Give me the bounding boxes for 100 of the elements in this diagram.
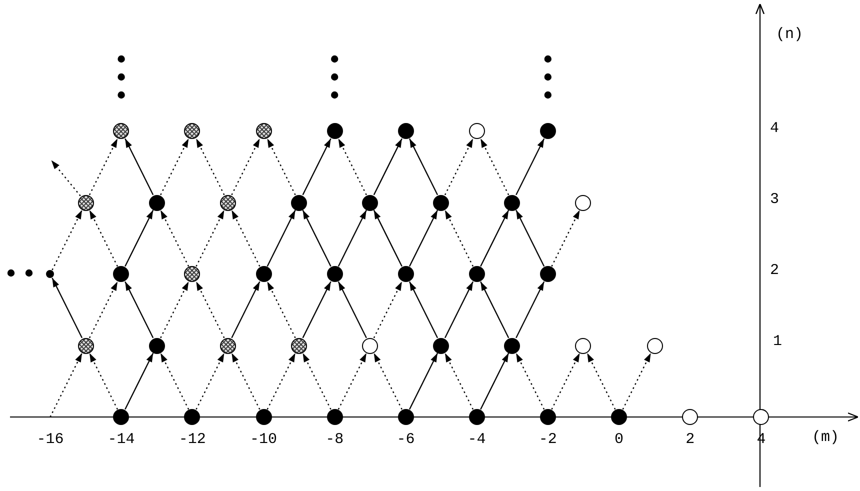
arrow <box>266 138 296 196</box>
tick-label: -16 <box>36 431 64 448</box>
hatched-circle <box>256 123 272 139</box>
arrow <box>373 138 402 196</box>
arrow <box>196 210 225 267</box>
arrow <box>160 138 190 196</box>
filled-circle <box>256 409 272 425</box>
hatched-circle <box>184 123 200 139</box>
axis-label: (n) <box>776 26 804 43</box>
filled-circle <box>468 266 485 282</box>
arrow <box>88 210 118 267</box>
filled-circle <box>326 123 343 139</box>
filled-circle <box>113 266 130 282</box>
arrow <box>408 138 438 196</box>
filled-circle <box>468 409 485 425</box>
hatched-circle <box>113 123 130 139</box>
arrow <box>231 281 260 338</box>
arrow <box>373 210 402 267</box>
arrow <box>266 352 296 410</box>
arrow <box>124 210 154 267</box>
tick-label: 4 <box>770 120 780 137</box>
filled-circle <box>611 409 627 425</box>
filled-circle <box>398 266 414 282</box>
arrow <box>52 278 83 338</box>
filled-circle <box>540 266 556 282</box>
arrow <box>124 281 154 338</box>
arrow <box>586 352 616 410</box>
open-circle <box>575 338 592 354</box>
filled-circle <box>113 409 130 425</box>
arrow <box>338 138 367 196</box>
arrow <box>480 138 510 196</box>
filled-circle <box>326 266 343 282</box>
arrow <box>302 210 332 267</box>
arrow <box>160 281 190 338</box>
tick-label: -12 <box>178 431 206 448</box>
arrow <box>444 210 474 267</box>
filled-circle <box>362 194 378 210</box>
arrow <box>302 281 332 338</box>
arrow <box>50 352 83 418</box>
filled-circle <box>148 338 165 354</box>
tick-label: 3 <box>770 191 780 208</box>
arrow <box>338 210 367 267</box>
open-circle <box>646 338 663 354</box>
tick-label: 0 <box>614 431 624 448</box>
tick-label: 2 <box>770 262 780 279</box>
hatched-circle <box>220 338 236 354</box>
filled-circle <box>540 409 556 425</box>
open-circle <box>575 194 592 210</box>
filled-circle <box>184 409 200 425</box>
arrow <box>480 210 510 267</box>
arrow <box>444 138 474 196</box>
arrow <box>231 138 260 196</box>
filled-circle <box>540 123 556 139</box>
arrow <box>622 352 652 410</box>
arrow <box>196 138 225 196</box>
arrow <box>88 138 118 196</box>
arrow <box>338 281 367 338</box>
tick-label: 2 <box>686 431 695 448</box>
arrow <box>52 210 83 270</box>
filled-circle <box>433 194 450 210</box>
arrow <box>551 210 580 267</box>
arrow <box>50 160 81 196</box>
arrow <box>373 352 402 410</box>
axis-label: (m) <box>812 429 840 446</box>
hatched-circle <box>78 338 94 354</box>
arrow <box>231 210 260 267</box>
arrow <box>480 352 510 410</box>
tick-label: -10 <box>250 431 278 448</box>
arrow <box>444 352 474 410</box>
arrow <box>88 281 118 338</box>
tick-label: -14 <box>108 431 135 448</box>
open-circle <box>468 123 485 139</box>
hatched-circle <box>184 266 200 282</box>
arrow <box>373 281 402 338</box>
tick-label: -8 <box>326 431 344 448</box>
arrow <box>408 210 438 267</box>
arrow <box>338 352 367 410</box>
hatched-circle <box>220 194 236 210</box>
filled-circle <box>148 194 165 210</box>
arrow <box>408 352 438 410</box>
tick-label: 1 <box>773 333 782 350</box>
arrow <box>516 138 545 196</box>
arrow <box>160 210 190 267</box>
arrow <box>480 281 510 338</box>
arrow <box>551 352 580 410</box>
arrow <box>516 352 545 410</box>
arrow <box>231 352 260 410</box>
arrow <box>88 352 118 410</box>
filled-circle <box>504 338 520 354</box>
filled-circle <box>504 194 520 210</box>
arrow <box>266 210 296 267</box>
hatched-circle <box>78 194 94 210</box>
arrow <box>444 281 474 338</box>
filled-circle <box>326 409 343 425</box>
tick-label: -6 <box>396 431 415 448</box>
open-circle <box>682 409 698 425</box>
arrow <box>302 138 332 196</box>
arrow <box>516 210 545 267</box>
tick-label: -2 <box>538 431 557 448</box>
filled-circle <box>291 194 308 210</box>
